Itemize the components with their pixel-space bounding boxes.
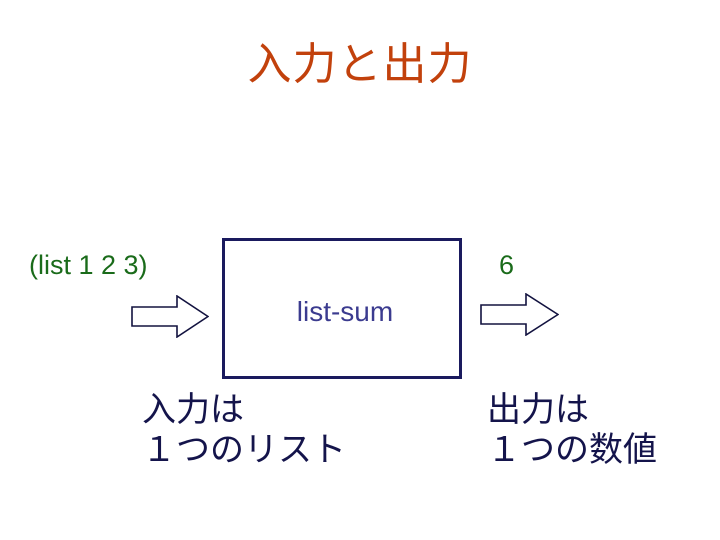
input-right-block-arrow-icon [131,295,209,338]
function-name-label: list-sum [296,295,394,327]
output-caption-line-1: 出力は [487,391,589,429]
output-right-block-arrow-icon [480,293,559,336]
input-caption: 入力は １つのリスト [142,390,346,470]
output-value-label: 6 [499,250,515,280]
output-caption-line-2: １つの数値 [487,431,657,469]
input-caption-line-1: 入力は [142,391,244,429]
output-caption: 出力は １つの数値 [487,390,657,470]
function-box: list-sum [222,238,462,379]
input-caption-line-2: １つのリスト [142,431,346,469]
input-expression-label: (list 1 2 3) [29,250,148,280]
page-title: 入力と出力 [247,40,473,89]
